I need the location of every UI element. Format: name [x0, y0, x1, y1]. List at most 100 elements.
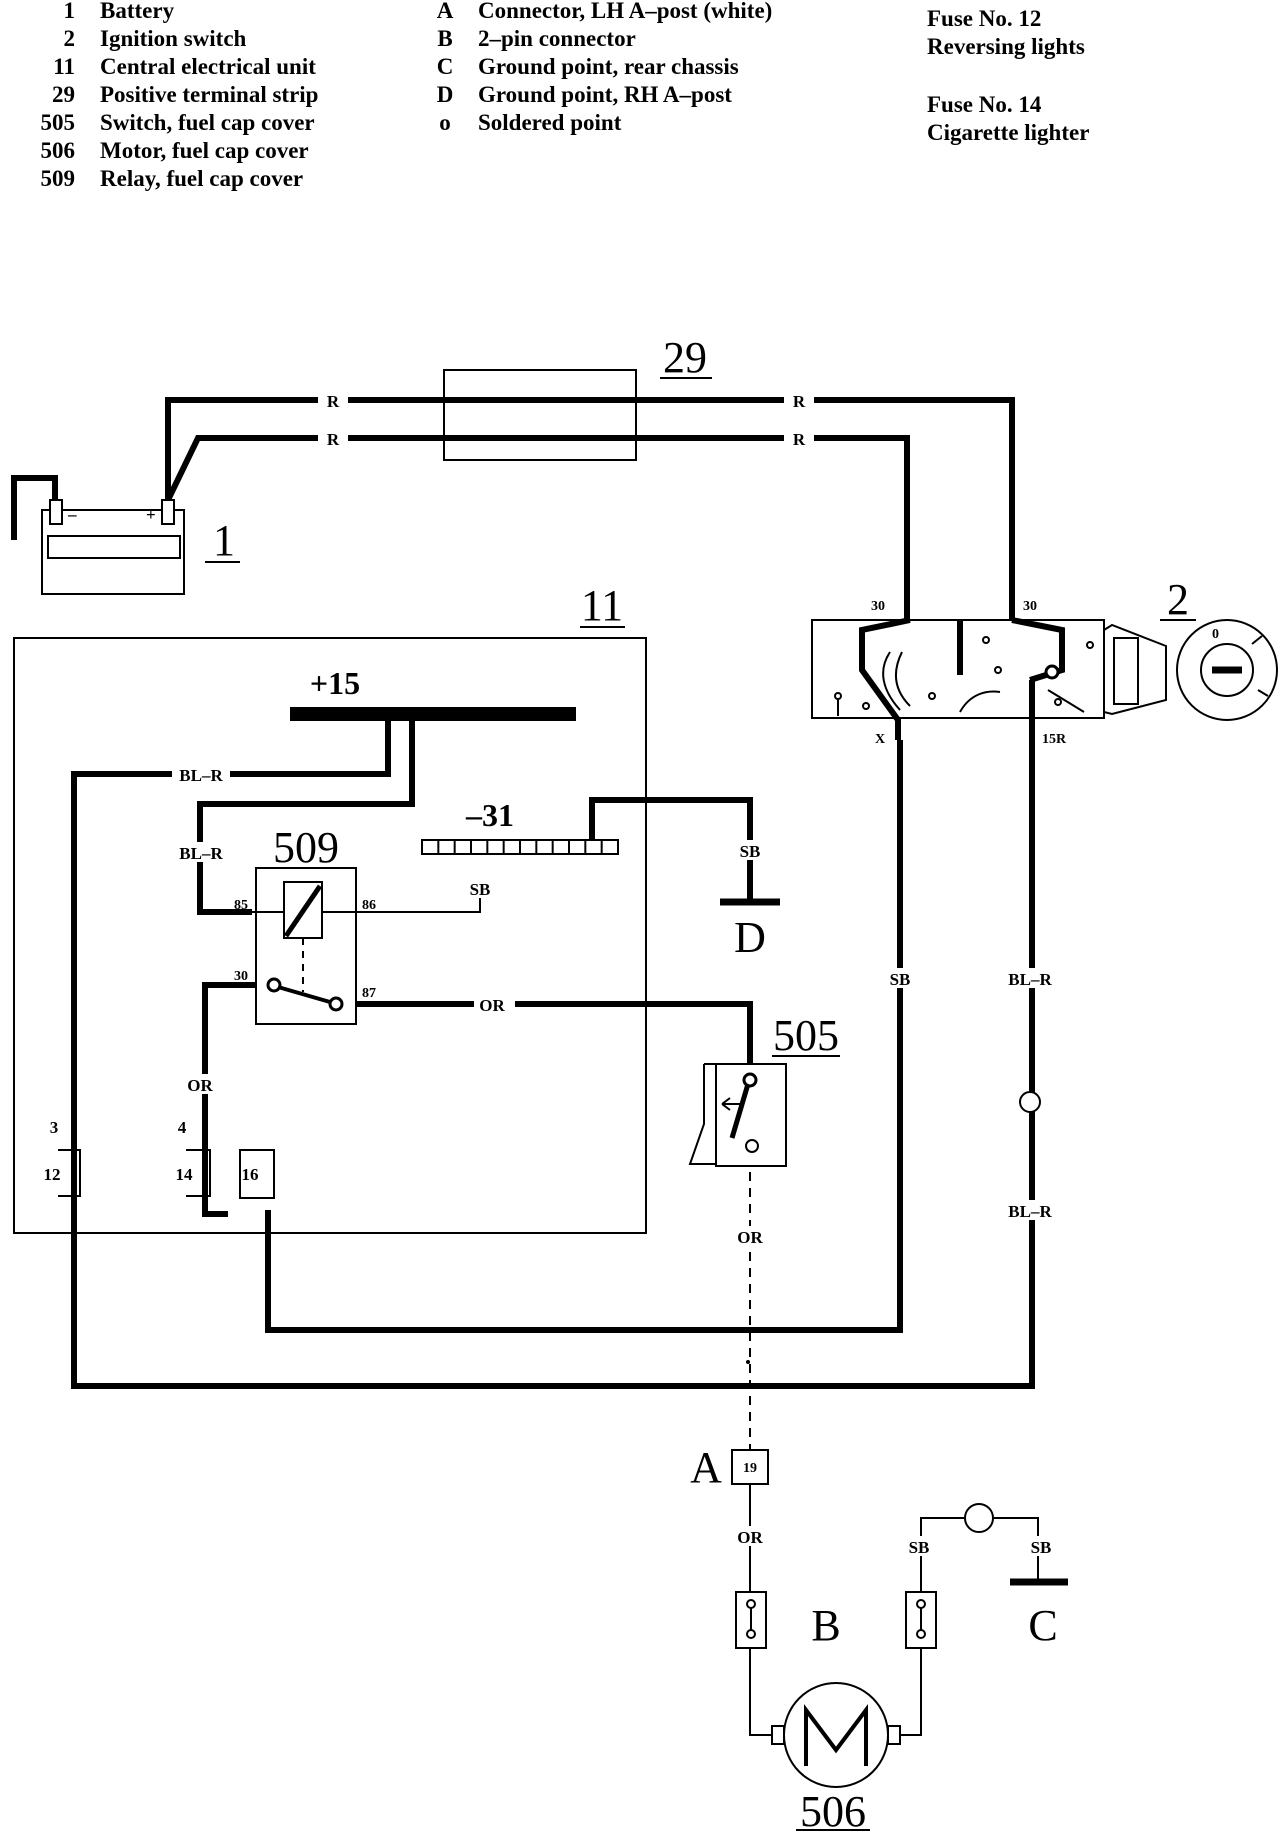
- bus-minus-31-ticks: [437, 840, 603, 854]
- wire-tags: R R R R BL–R BL–R SB SB SB BL–R BL–R OR …: [172, 390, 1060, 1557]
- connector-3-top: 3: [50, 1118, 59, 1137]
- tag-bg: [1000, 1200, 1060, 1220]
- tag-bg: [730, 1526, 770, 1546]
- bus-minus-31: –31: [421, 797, 619, 855]
- label-2: 2: [1167, 575, 1189, 624]
- wire-battery-ground: [11, 475, 58, 540]
- connector-a-box: [731, 1449, 769, 1485]
- battery-pos-sign: +: [146, 505, 156, 524]
- battery-strip: [47, 535, 181, 559]
- ign-term-x: X: [875, 732, 885, 747]
- legend-key: D: [437, 82, 454, 107]
- ign-term-30a: 30: [871, 599, 885, 614]
- relay-contact-87: [328, 996, 344, 1012]
- legend-label: Ignition switch: [100, 26, 247, 51]
- tag-blr: BL–R: [179, 766, 223, 785]
- wire-blr-15r: [71, 680, 1035, 1389]
- ign-link-x: [859, 617, 911, 740]
- tag-bg: [182, 1074, 220, 1094]
- legend-key: C: [437, 54, 454, 79]
- tag-bg: [1000, 968, 1060, 988]
- relay-pin-85: 85: [234, 898, 248, 913]
- battery-neg-sign: –: [67, 505, 77, 524]
- legend-num: 11: [53, 54, 75, 79]
- tag-r: R: [793, 392, 806, 411]
- ign-contact-arc-c: [959, 690, 1001, 713]
- ign-dot: [982, 636, 990, 644]
- tag-r: R: [793, 430, 806, 449]
- battery-terminal-neg: [49, 499, 63, 525]
- connector-b-right-pin-top: [916, 1599, 926, 1609]
- connector-12-shape: [58, 1149, 81, 1197]
- tag-bg: [902, 1536, 936, 1556]
- tag-or: OR: [479, 996, 505, 1015]
- legend-num: 505: [41, 110, 76, 135]
- battery: – + 1: [41, 499, 240, 595]
- label-a: A: [690, 1443, 722, 1492]
- label-1: 1: [213, 516, 235, 565]
- ign-lock-housing: [1103, 623, 1167, 716]
- dash-dot: [746, 1360, 750, 1364]
- fuse-desc: Cigarette lighter: [927, 120, 1089, 145]
- legend-label: Switch, fuel cap cover: [100, 110, 315, 135]
- tag-sb: SB: [909, 1538, 930, 1557]
- tag-bg: [730, 1226, 770, 1246]
- label-506: 506: [800, 1787, 866, 1834]
- connector-16-shape: [239, 1149, 275, 1199]
- legend-label: Central electrical unit: [100, 54, 316, 79]
- ign-contact-arc-b: [894, 651, 911, 707]
- tag-bg: [734, 840, 766, 860]
- legend-label: Relay, fuel cap cover: [100, 166, 303, 191]
- legend-label: Connector, LH A–post (white): [478, 0, 772, 23]
- legend-label: Ground point, rear chassis: [478, 54, 739, 79]
- connector-4-top: 4: [178, 1118, 187, 1137]
- soldered-point-blr: [1019, 1091, 1041, 1113]
- connector-14-pin: 14: [176, 1165, 194, 1184]
- tag-bg: [784, 428, 814, 448]
- wire-sb-c: [994, 1517, 1039, 1580]
- ign-dot: [1044, 664, 1060, 680]
- legend-label: Ground point, RH A–post: [478, 82, 732, 107]
- tag-bg: [474, 994, 514, 1014]
- bus-plus-15-label: +15: [310, 665, 360, 701]
- tag-bg: [172, 764, 230, 784]
- label-d: D: [734, 913, 766, 962]
- tag-or: OR: [737, 1528, 763, 1547]
- connector-12-pin: 12: [44, 1165, 61, 1184]
- ign-dot: [928, 692, 936, 700]
- motor-body: [783, 1682, 889, 1788]
- wire-sb-x: [265, 740, 903, 1333]
- switch-bracket: [688, 1063, 716, 1165]
- relay-509: 85 86 30 87 509: [234, 823, 376, 1025]
- motor-stub-right: [887, 1725, 901, 1745]
- legend-num: 1: [64, 0, 76, 23]
- legend-num: 2: [64, 26, 76, 51]
- legend-fuses: Fuse No. 12 Reversing lights Fuse No. 14…: [927, 6, 1089, 145]
- legend-num: 29: [52, 82, 75, 107]
- relay-switch-arm: [277, 985, 331, 1004]
- ign-dot: [1086, 641, 1094, 649]
- legend-key: B: [437, 26, 452, 51]
- ign-dial-ticks: [1251, 635, 1269, 697]
- ign-term-15r: 15R: [1042, 732, 1067, 747]
- tag-blr: BL–R: [1008, 1202, 1052, 1221]
- battery-terminal-pos: [161, 499, 175, 525]
- wire-red-lower: [165, 435, 910, 620]
- relay-pin-87: 87: [362, 986, 376, 1001]
- motor-506: 506: [771, 1682, 901, 1834]
- ignition-switch: 0 30 30 X 15R 2: [811, 575, 1278, 747]
- tag-bg: [884, 968, 916, 988]
- wires-thin: [330, 880, 1039, 1736]
- cu-connectors: 3 12 4 14 16: [44, 1118, 275, 1199]
- fuse-title: Fuse No. 14: [927, 92, 1042, 117]
- tag-bg: [318, 390, 348, 410]
- soldered-point-sb: [964, 1503, 994, 1533]
- tag-r: R: [327, 392, 340, 411]
- wire-or-relay87-b: [515, 1001, 753, 1078]
- tag-bg: [172, 842, 230, 862]
- battery-body: [41, 509, 185, 595]
- label-509: 509: [273, 823, 339, 872]
- legend-points: A Connector, LH A–post (white) B 2–pin c…: [437, 0, 773, 135]
- ign-lock-plate: [1113, 637, 1139, 705]
